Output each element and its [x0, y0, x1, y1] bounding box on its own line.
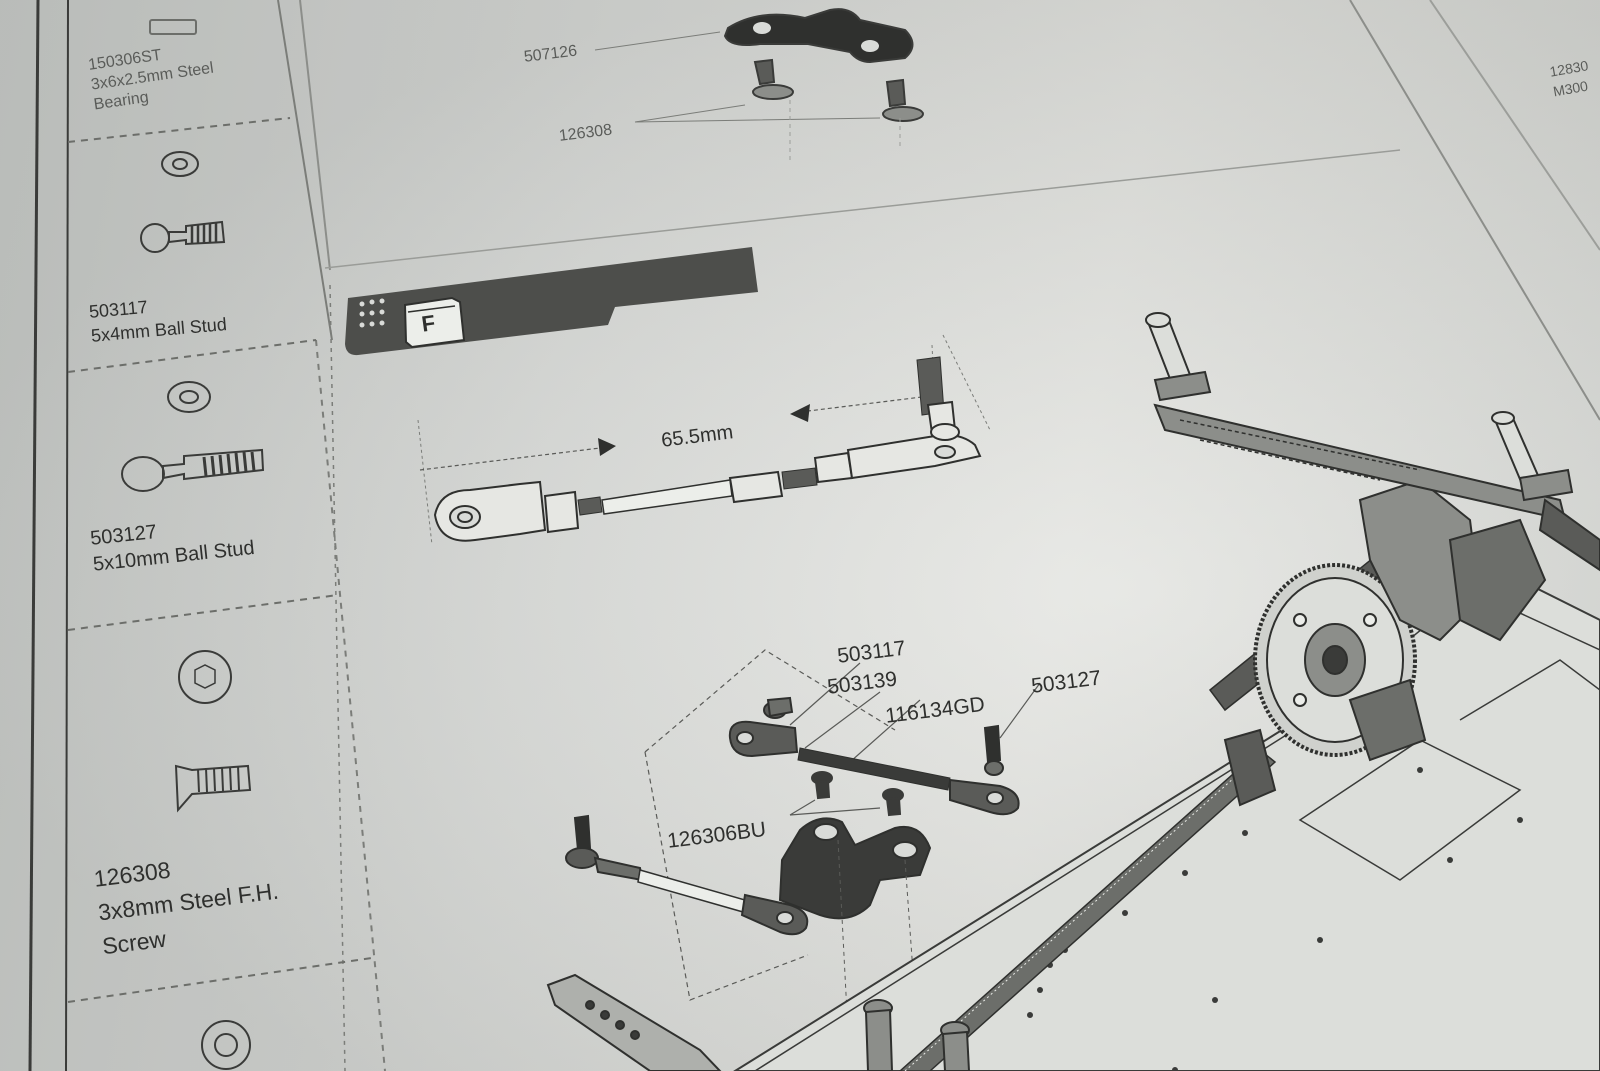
steering-link-lower: [565, 814, 809, 936]
dimension-line-right: [799, 395, 931, 413]
dimension-arrow: [598, 438, 616, 456]
flat-head-screw-icon: [882, 78, 924, 122]
dimension-line-left: [419, 447, 601, 471]
dimension-arrow: [790, 404, 810, 422]
bearing-icon: [149, 19, 197, 35]
servo-saver-plate: [723, 8, 914, 64]
steering-servo-saver: [778, 817, 932, 920]
washer-icon: [167, 381, 211, 413]
center-line: [789, 100, 901, 160]
dots-grid: [359, 298, 385, 328]
leader-line: [789, 662, 1041, 763]
front-arm: [546, 973, 722, 1071]
leader-line: [594, 31, 721, 51]
flat-head-screw-icon: [811, 771, 904, 817]
leader-line: [634, 104, 881, 123]
left-border-line: [28, 0, 40, 1071]
right-edge-line: [1349, 0, 1600, 421]
leader-line: [789, 799, 881, 816]
washer-icon: [161, 151, 199, 177]
chassis-plate: [733, 558, 1600, 1071]
flat-head-screw-icon: [752, 58, 794, 100]
parts-separator-1: [67, 117, 291, 143]
front-shock-tower: [1145, 312, 1600, 572]
turnbuckle-assembly: [433, 356, 982, 542]
parts-separator-2: [67, 339, 317, 373]
step-separator-dashed: [329, 284, 346, 1071]
steering-link-upper: [728, 696, 1020, 816]
right-edge-line-2: [1429, 0, 1600, 251]
hex-socket-icon: [178, 650, 232, 704]
parts-separator-4: [67, 957, 373, 1003]
parts-column-divider-lower: [315, 339, 386, 1071]
ball-stud-icon: [140, 220, 226, 253]
diagram-area-border: [299, 0, 331, 271]
exploded-dashed-box: [644, 649, 896, 1001]
parts-column-border: [65, 0, 69, 1071]
step-separator: [324, 149, 1401, 269]
ball-stud-icon: [863, 999, 971, 1071]
edge-text: 12830 M300: [1548, 57, 1590, 100]
flat-head-screw-icon: [174, 764, 252, 813]
parts-column-divider: [277, 0, 333, 341]
parts-separator-3: [67, 594, 339, 631]
washer-icon: [201, 1020, 251, 1070]
ball-stud-icon: [121, 448, 265, 492]
bulkhead-assembly: [1223, 478, 1547, 807]
